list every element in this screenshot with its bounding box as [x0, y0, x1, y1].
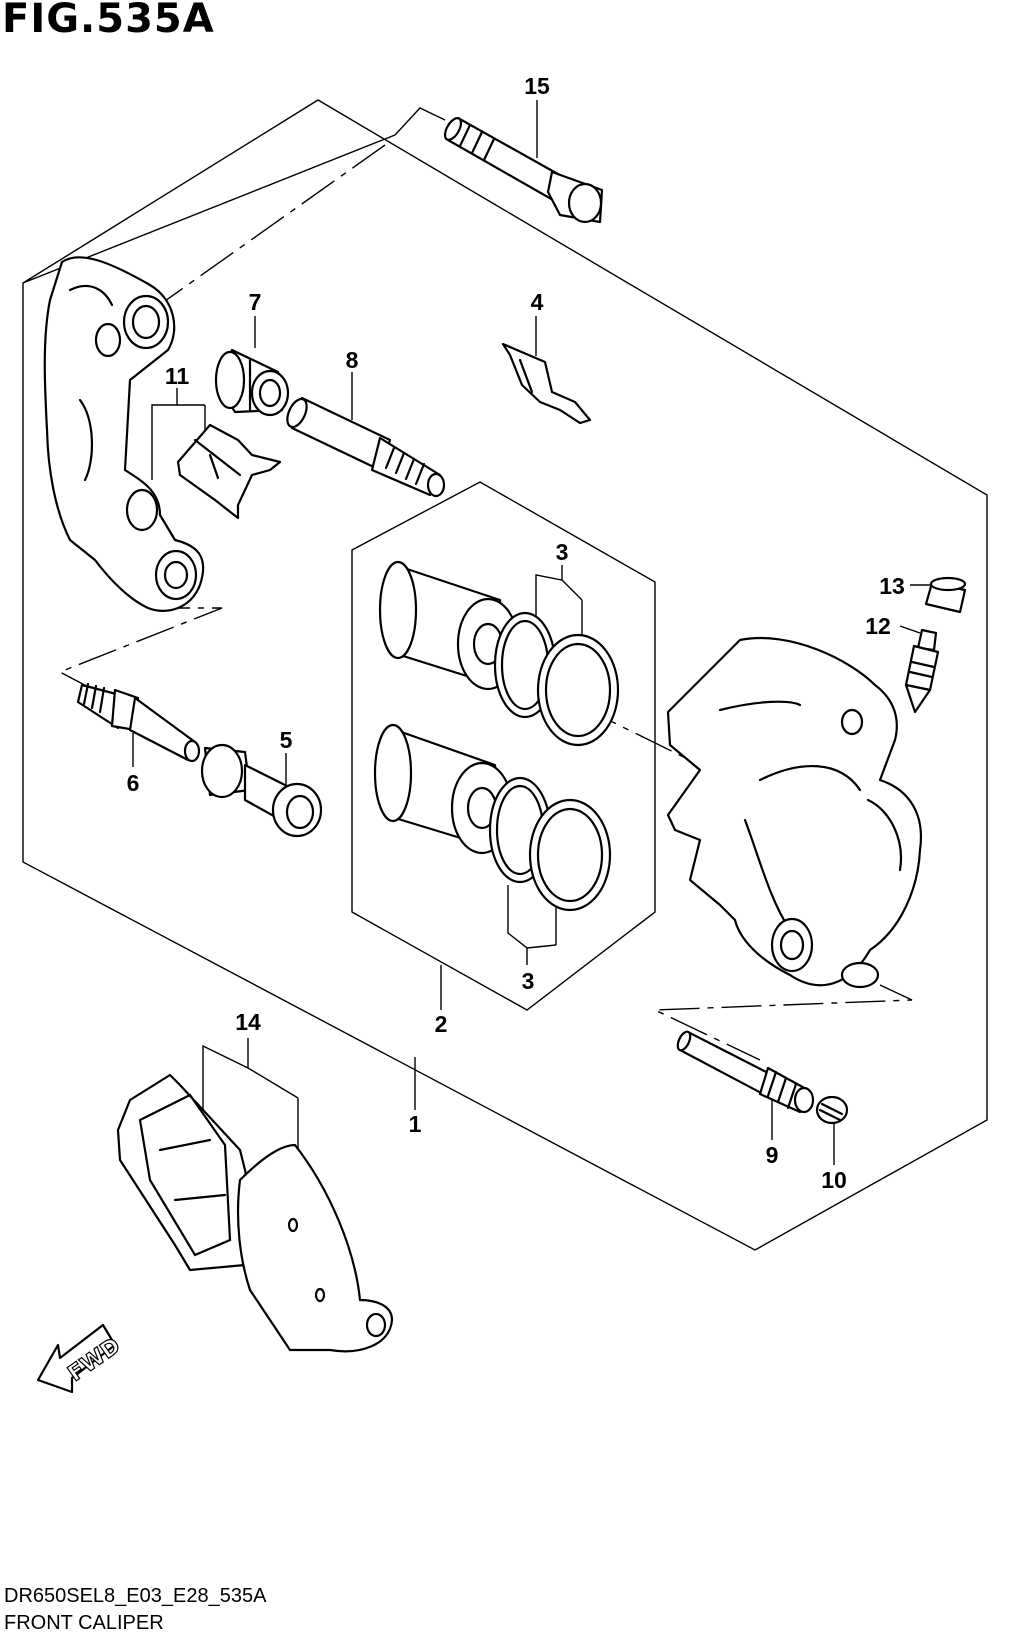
plug-10 — [815, 1095, 849, 1125]
callout-13: 13 — [879, 573, 905, 599]
assembly-outline-1 — [22, 99, 988, 1251]
bleeder-12 — [904, 628, 940, 714]
callout-12: 12 — [865, 613, 891, 639]
callout-7: 7 — [249, 289, 262, 315]
figure-title: FIG.535A — [2, 0, 215, 42]
diagram-caption: FRONT CALIPER — [4, 1612, 164, 1634]
brake-pad-set-14 — [116, 1073, 394, 1353]
boot-7 — [214, 348, 290, 417]
seal-upper-2 — [536, 633, 620, 747]
seal-lower-2 — [528, 798, 612, 912]
piston-kit-outline-2 — [351, 481, 656, 1011]
callout-5: 5 — [280, 727, 293, 753]
callout-labels: 15 7 4 8 11 3 13 12 5 6 3 2 14 1 9 10 — [127, 73, 905, 1193]
callout-3-lower: 3 — [522, 968, 535, 994]
caliper-housing — [666, 636, 923, 989]
pin-9 — [676, 1030, 815, 1114]
callout-2: 2 — [435, 1011, 448, 1037]
callout-3-upper: 3 — [556, 539, 569, 565]
callout-4: 4 — [531, 289, 544, 315]
diagram-code: DR650SEL8_E03_E28_535A — [4, 1585, 267, 1607]
callout-9: 9 — [766, 1142, 779, 1168]
spring-4 — [501, 342, 592, 425]
pin-6 — [76, 682, 201, 763]
boot-5 — [200, 743, 323, 838]
cap-13 — [924, 576, 967, 614]
callout-10: 10 — [821, 1167, 847, 1193]
callout-15: 15 — [524, 73, 550, 99]
callout-11: 11 — [165, 363, 190, 389]
piston-lower — [373, 723, 514, 855]
callout-1: 1 — [409, 1111, 422, 1137]
callout-14: 14 — [235, 1009, 261, 1035]
pad-spring-11 — [176, 423, 282, 520]
pin-8 — [286, 396, 446, 498]
fwd-arrow-icon: FWD — [36, 1323, 126, 1394]
caliper-bracket — [43, 256, 205, 612]
bolt-15 — [443, 116, 604, 224]
callout-8: 8 — [346, 347, 359, 373]
callout-6: 6 — [127, 770, 140, 796]
